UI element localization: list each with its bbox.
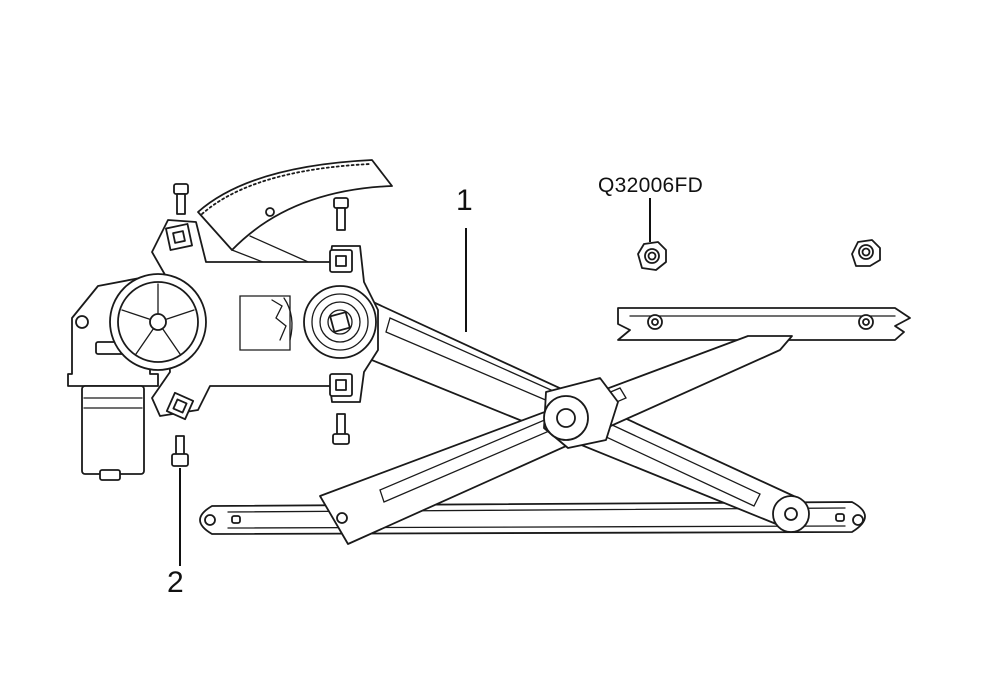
callout-2-label: 2	[167, 566, 184, 599]
flange-nut-right	[851, 239, 881, 267]
bolt-top-center	[333, 197, 349, 231]
center-pivot	[543, 377, 619, 449]
counterbalance-spring	[303, 285, 377, 359]
motor-gear-housing	[109, 273, 207, 371]
bolt-top-left	[173, 183, 189, 215]
callout-1-label: 1	[456, 184, 473, 217]
bolt-item-2	[171, 435, 189, 467]
flange-nut-left	[637, 241, 667, 271]
cross-arm	[319, 335, 793, 545]
bolt-bottom-center	[332, 413, 350, 445]
window-regulator-assembly	[149, 159, 911, 545]
glass-channel-rail	[617, 307, 911, 341]
part-code-label: Q32006FD	[598, 174, 704, 197]
window-motor	[67, 273, 207, 481]
base-plate	[149, 219, 379, 421]
